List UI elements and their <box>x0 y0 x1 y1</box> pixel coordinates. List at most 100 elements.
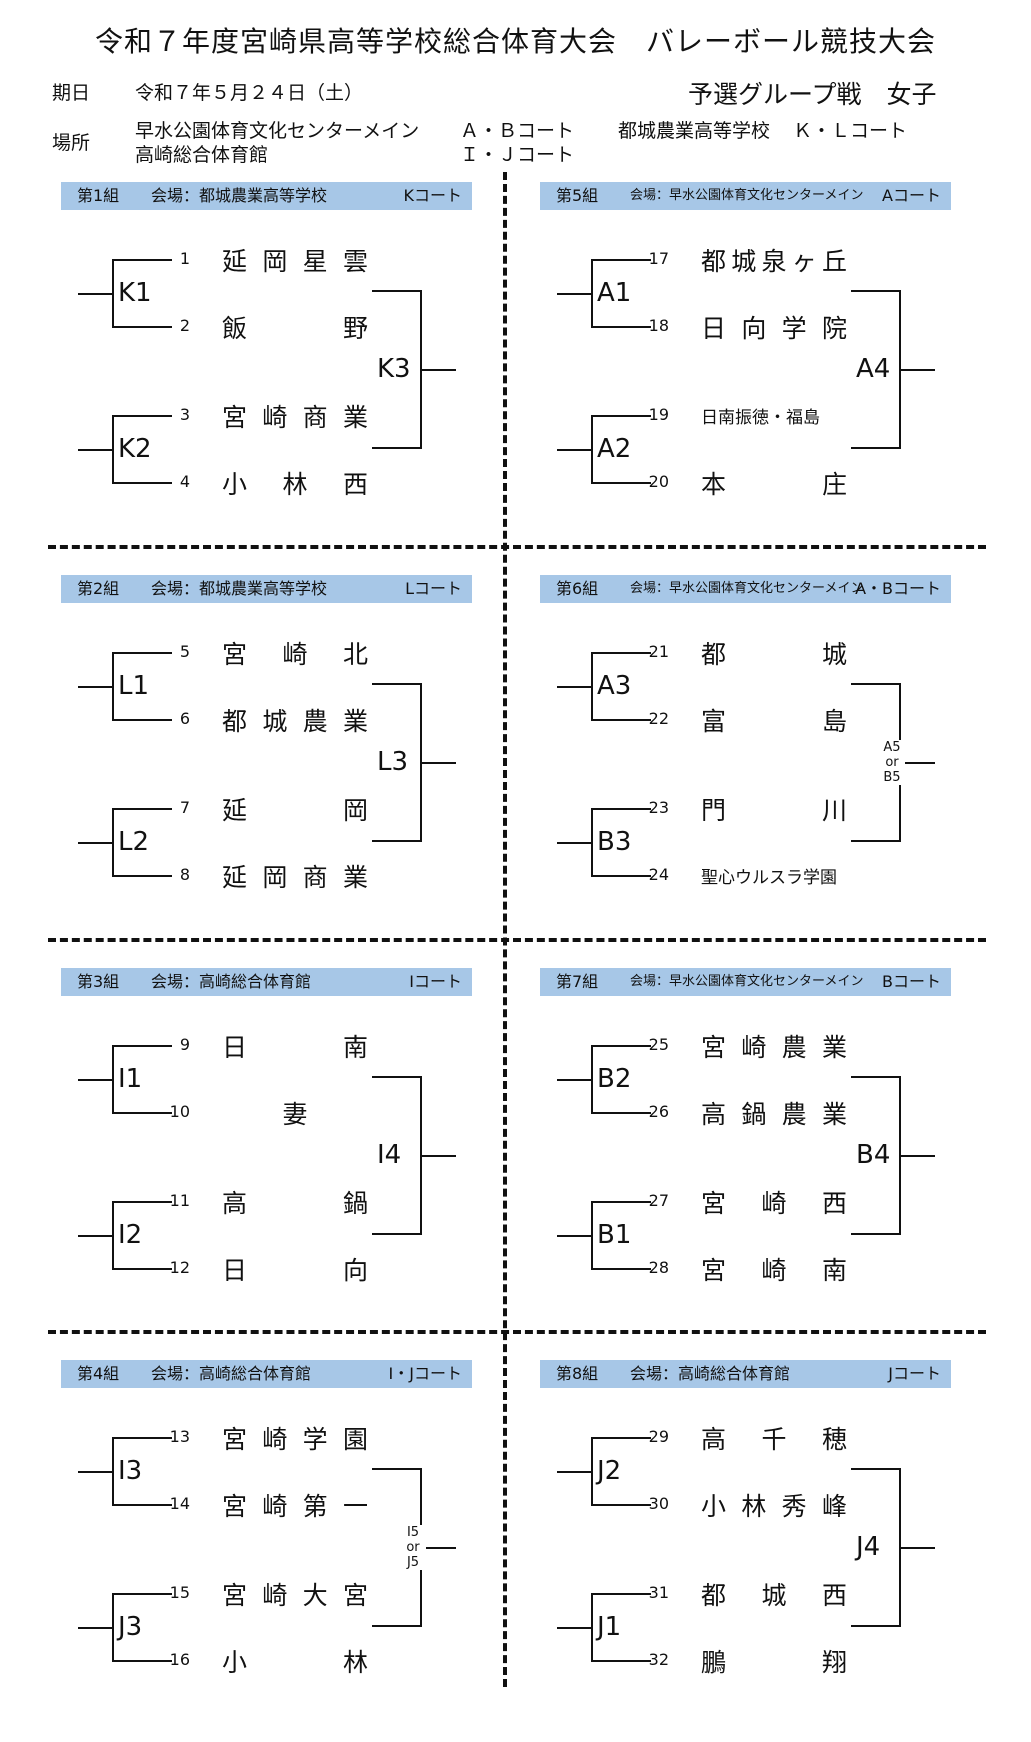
bracket-line <box>112 1268 172 1270</box>
bracket-line <box>591 1437 593 1506</box>
team-name: 宮崎学園 <box>222 1425 368 1454</box>
team-number: 11 <box>169 1191 190 1210</box>
team-number: 13 <box>169 1427 190 1446</box>
venue-main-courts: Ａ・Ｂコート <box>460 120 575 142</box>
team-number: 20 <box>648 472 669 491</box>
bracket-line <box>112 1045 114 1114</box>
bracket-line <box>557 448 591 451</box>
bracket-line <box>112 326 172 328</box>
bracket-line <box>591 1045 593 1114</box>
team-number: 7 <box>179 798 190 817</box>
team-name: 延岡星雲 <box>222 247 368 276</box>
final-bracket-line <box>420 1546 456 1549</box>
match-label: B2 <box>597 1063 632 1094</box>
group-name: 第2組 <box>77 579 120 598</box>
bracket-line <box>112 1437 114 1506</box>
bracket-line <box>591 808 651 810</box>
match-label: K1 <box>118 277 152 308</box>
team-name: 宮崎大宮 <box>222 1581 368 1610</box>
row-divider-3 <box>48 1330 986 1334</box>
match-label: L1 <box>118 670 150 701</box>
team-name: 都城 <box>701 640 847 669</box>
bracket-line <box>112 652 172 654</box>
bracket-line <box>112 808 114 877</box>
final-bracket-line <box>372 1468 420 1470</box>
bracket-line <box>557 1078 591 1081</box>
team-number: 4 <box>179 472 190 491</box>
team-name: 都城泉ヶ丘 <box>701 247 847 276</box>
team-number: 14 <box>169 1494 190 1513</box>
group-court: Aコート <box>882 186 941 205</box>
group-court: Iコート <box>409 972 462 991</box>
bracket-line <box>557 841 591 844</box>
team-name: 日向学院 <box>701 314 847 343</box>
team-name: 日南振徳・福島 <box>701 408 820 428</box>
team-name: 聖心ウルスラ学園 <box>701 868 837 888</box>
final-bracket-line <box>851 683 899 685</box>
bracket-line <box>112 415 114 484</box>
bracket-line <box>112 875 172 877</box>
final-bracket-line <box>372 683 420 685</box>
bracket-line <box>591 1593 593 1662</box>
team-number: 26 <box>648 1102 669 1121</box>
match-label: J1 <box>597 1611 622 1642</box>
bracket-line <box>112 1593 114 1662</box>
bracket-line <box>591 326 651 328</box>
bracket-line <box>557 1234 591 1237</box>
final-bracket-line <box>420 368 456 371</box>
match-label: B3 <box>597 826 632 857</box>
match-label: I1 <box>118 1063 143 1094</box>
team-number: 10 <box>169 1102 190 1121</box>
group-name: 第8組 <box>556 1364 599 1383</box>
match-label: A3 <box>597 670 632 701</box>
final-match-label: I5 or J5 <box>400 1524 426 1570</box>
team-number: 5 <box>179 642 190 661</box>
team-name: 本庄 <box>701 470 847 499</box>
venue-main: 早水公園体育文化センターメイン <box>135 120 420 142</box>
team-number: 21 <box>648 642 669 661</box>
group-venue: 会場：早水公園体育文化センターメイン <box>630 188 864 203</box>
final-bracket-line <box>372 447 420 449</box>
final-bracket-line <box>420 761 456 764</box>
bracket-line <box>591 1201 593 1270</box>
venue-miyakonojo-courts: Ｋ・Ｌコート <box>793 120 908 142</box>
bracket-line <box>112 1112 172 1114</box>
bracket-line <box>78 1234 112 1237</box>
final-bracket-line <box>851 1625 899 1627</box>
match-label: I3 <box>118 1455 143 1486</box>
group-venue: 会場：高崎総合体育館 <box>151 1364 312 1383</box>
final-match-label: I4 <box>377 1139 402 1170</box>
group-venue: 会場：高崎総合体育館 <box>630 1364 791 1383</box>
final-bracket-line <box>851 290 899 292</box>
bracket-line <box>591 1504 651 1506</box>
subtitle: 予選グループ戦 女子 <box>688 80 937 109</box>
bracket-line <box>78 685 112 688</box>
group-court: Lコート <box>405 579 462 598</box>
match-label: L2 <box>118 826 150 857</box>
final-match-label: A5 or B5 <box>879 739 905 785</box>
team-name: 飯野 <box>222 314 368 343</box>
final-bracket-line <box>372 1076 420 1078</box>
bracket-line <box>591 652 651 654</box>
column-divider <box>503 172 507 1687</box>
team-number: 31 <box>648 1583 669 1602</box>
team-number: 9 <box>179 1035 190 1054</box>
team-number: 16 <box>169 1650 190 1669</box>
bracket-line <box>591 1268 651 1270</box>
bracket-line <box>591 1201 651 1203</box>
group-court: Bコート <box>882 972 941 991</box>
group-venue: 会場：高崎総合体育館 <box>151 972 312 991</box>
bracket-line <box>591 259 651 261</box>
final-bracket-line <box>372 1625 420 1627</box>
team-number: 2 <box>179 316 190 335</box>
bracket-line <box>112 1660 172 1662</box>
group-name: 第6組 <box>556 579 599 598</box>
match-label: J2 <box>597 1455 622 1486</box>
team-number: 12 <box>169 1258 190 1277</box>
